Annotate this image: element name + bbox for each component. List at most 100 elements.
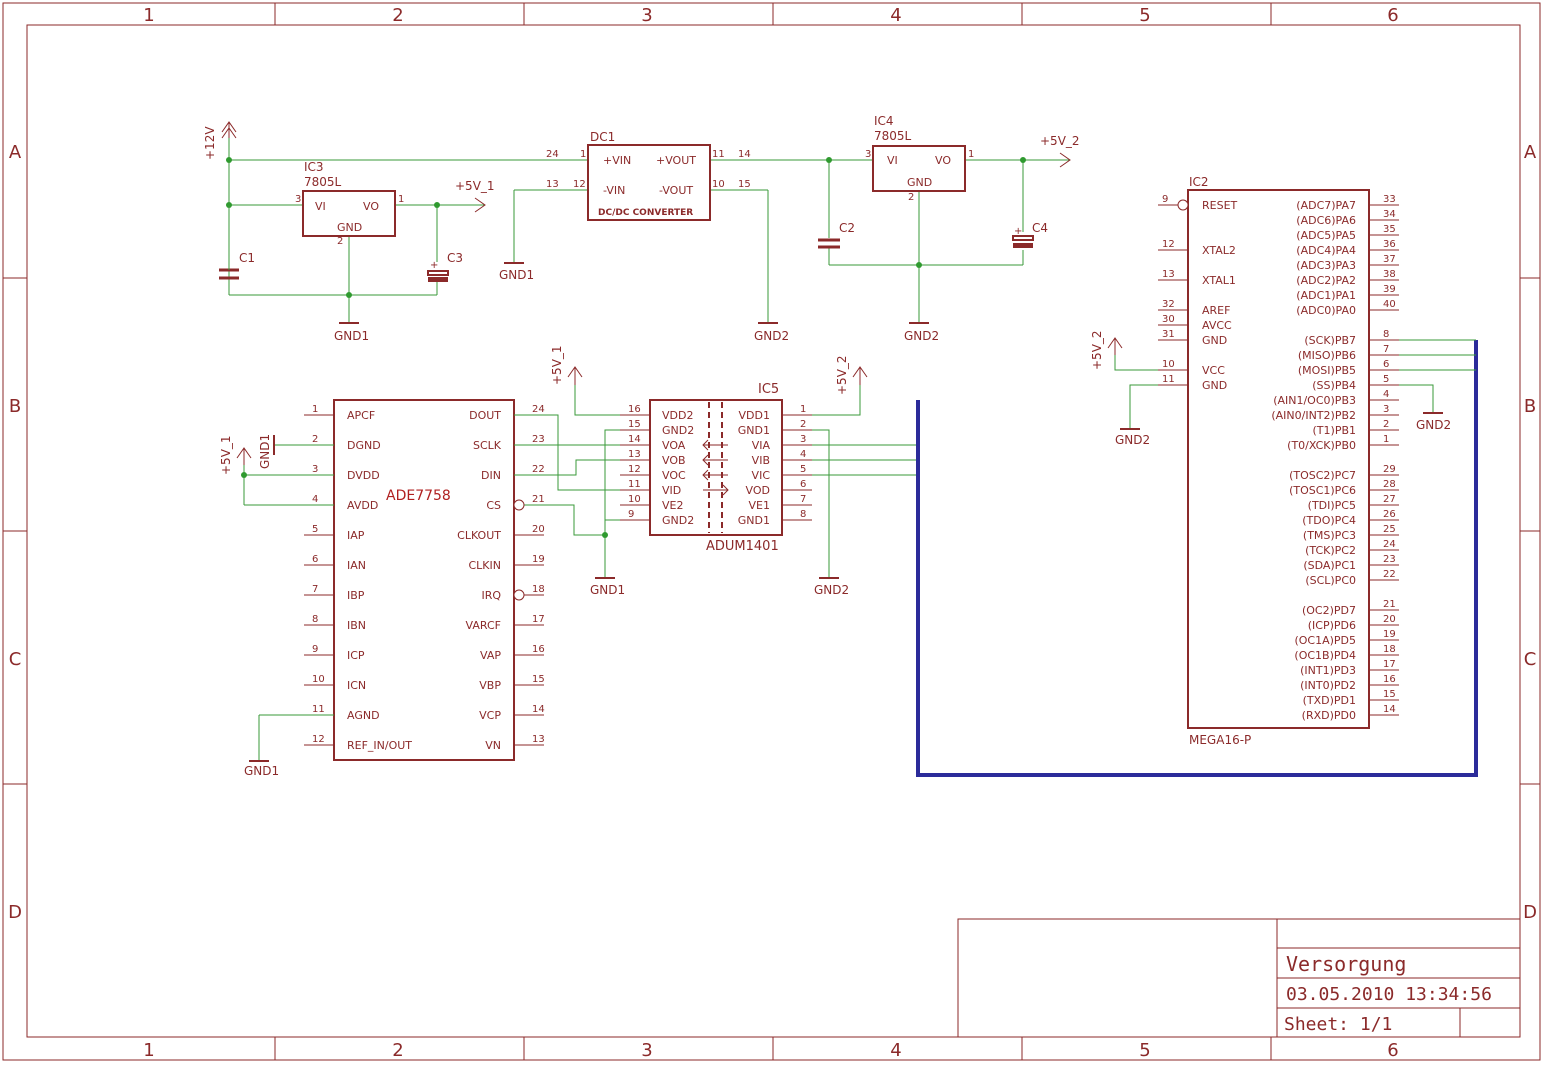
pin-number: 14 [532, 704, 545, 715]
pin-name: DVDD [347, 469, 380, 482]
pin-number: 25 [1383, 524, 1396, 535]
pin-name: VOA [662, 439, 686, 452]
pin-number: 21 [1383, 599, 1396, 610]
pin-name: IAP [347, 529, 365, 542]
ade7758-gnd-left: GND1 [258, 434, 272, 469]
pin-name: VARCF [466, 619, 501, 632]
ic2-gnd-right: GND2 [1416, 418, 1451, 432]
pin-number: 38 [1383, 269, 1396, 280]
c4-label: C4 [1032, 221, 1048, 235]
pin-name: (TDO)PC4 [1302, 514, 1356, 527]
pin-number: 22 [1383, 569, 1396, 580]
pin-name: GND1 [738, 514, 770, 527]
pin-number: 37 [1383, 254, 1396, 265]
pin-name: (TMS)PC3 [1303, 529, 1356, 542]
ic5-gnd-right: GND2 [814, 583, 849, 597]
pin-number: 9 [312, 644, 318, 655]
pin-name: VDD2 [662, 409, 693, 422]
pin-number: 14 [628, 434, 641, 445]
pin-name: (SCK)PB7 [1304, 334, 1356, 347]
pin-name: IBP [347, 589, 365, 602]
ic2-supply: +5V_2 [1090, 330, 1104, 370]
col-label-top: 6 [1387, 5, 1398, 26]
capacitor-c4: + [1012, 226, 1034, 248]
gnd2-label: GND2 [904, 329, 939, 343]
pin-name: SCLK [473, 439, 502, 452]
pin-name: VAP [480, 649, 501, 662]
c3-label: C3 [447, 251, 463, 265]
pin-name: (SDA)PC1 [1303, 559, 1356, 572]
sheet-datetime: 03.05.2010 13:34:56 [1286, 984, 1492, 1005]
ic3-pin-gnd: 2 [337, 236, 343, 247]
pin-name: VID [662, 484, 681, 497]
pin-number: 5 [312, 524, 318, 535]
pin-name: VDD1 [739, 409, 770, 422]
gnd1-label: GND1 [499, 268, 534, 282]
pin-number: 19 [532, 554, 545, 565]
pin-number: 24 [1383, 539, 1396, 550]
dc1-vout-n: -VOUT [659, 184, 693, 197]
ic4-value: 7805L [874, 129, 912, 143]
pin-number: 7 [800, 494, 806, 505]
pin-number: 15 [628, 419, 641, 430]
pin-name: VE2 [662, 499, 683, 512]
pin-number: 3 [312, 464, 318, 475]
pin-name: GND1 [738, 424, 770, 437]
capacitor-c3: + [427, 260, 449, 282]
pin-number: 11 [312, 704, 325, 715]
pin-name: (ADC4)PA4 [1296, 244, 1356, 257]
pin-number: 8 [800, 509, 806, 520]
pin-name: CLKOUT [457, 529, 501, 542]
pin-name: IAN [347, 559, 366, 572]
pin-number: 16 [628, 404, 641, 415]
col-label-bottom: 2 [392, 1040, 403, 1061]
pin-name: GND2 [662, 514, 694, 527]
pin-number: 20 [1383, 614, 1396, 625]
pin-name: (TOSC2)PC7 [1289, 469, 1356, 482]
svg-text:15: 15 [738, 179, 751, 190]
pin-number: 1 [800, 404, 806, 415]
pin-number: 28 [1383, 479, 1396, 490]
pin-number: 2 [312, 434, 318, 445]
pin-number: 6 [1383, 359, 1389, 370]
pin-number: 21 [532, 494, 545, 505]
pin-name: (AIN0/INT2)PB2 [1271, 409, 1356, 422]
ade7758-supply: +5V_1 [219, 435, 233, 475]
col-label-top: 1 [143, 5, 154, 26]
ic2-gnd-left: GND2 [1115, 433, 1150, 447]
power-supply: +12V IC3 7805L VI VO GND 3 1 2 C1 + C3 [203, 114, 1080, 343]
col-label-bottom: 1 [143, 1040, 154, 1061]
ic3-vi: VI [315, 200, 326, 213]
out-5v2-label: +5V_2 [1040, 134, 1080, 148]
svg-text:14: 14 [738, 149, 751, 160]
pin-number: 29 [1383, 464, 1396, 475]
pin-number: 1 [312, 404, 318, 415]
pin-number: 11 [1162, 374, 1175, 385]
row-label-left: D [8, 902, 22, 923]
svg-text:1: 1 [580, 149, 586, 160]
pin-name: (ADC6)PA6 [1296, 214, 1356, 227]
pin-number: 13 [532, 734, 545, 745]
pin-number: 32 [1162, 299, 1175, 310]
col-label-bottom: 4 [890, 1040, 901, 1061]
pin-name: RESET [1202, 199, 1238, 212]
supply-12v-label: +12V [203, 126, 217, 160]
pin-number: 10 [628, 494, 641, 505]
pin-number: 8 [1383, 329, 1389, 340]
ic3-pin-out: 1 [398, 194, 404, 205]
pin-name: (RXD)PD0 [1302, 709, 1356, 722]
svg-text:11: 11 [712, 149, 725, 160]
pin-name: VE1 [749, 499, 770, 512]
svg-text:1: 1 [968, 149, 974, 160]
pin-number: 18 [532, 584, 545, 595]
ic3-name: IC3 [304, 160, 324, 174]
svg-text:+: + [430, 260, 438, 271]
dc1-label: DC/DC CONVERTER [598, 208, 693, 218]
pin-name: (ADC2)PA2 [1296, 274, 1356, 287]
pin-number: 12 [628, 464, 641, 475]
pin-number: 5 [1383, 374, 1389, 385]
